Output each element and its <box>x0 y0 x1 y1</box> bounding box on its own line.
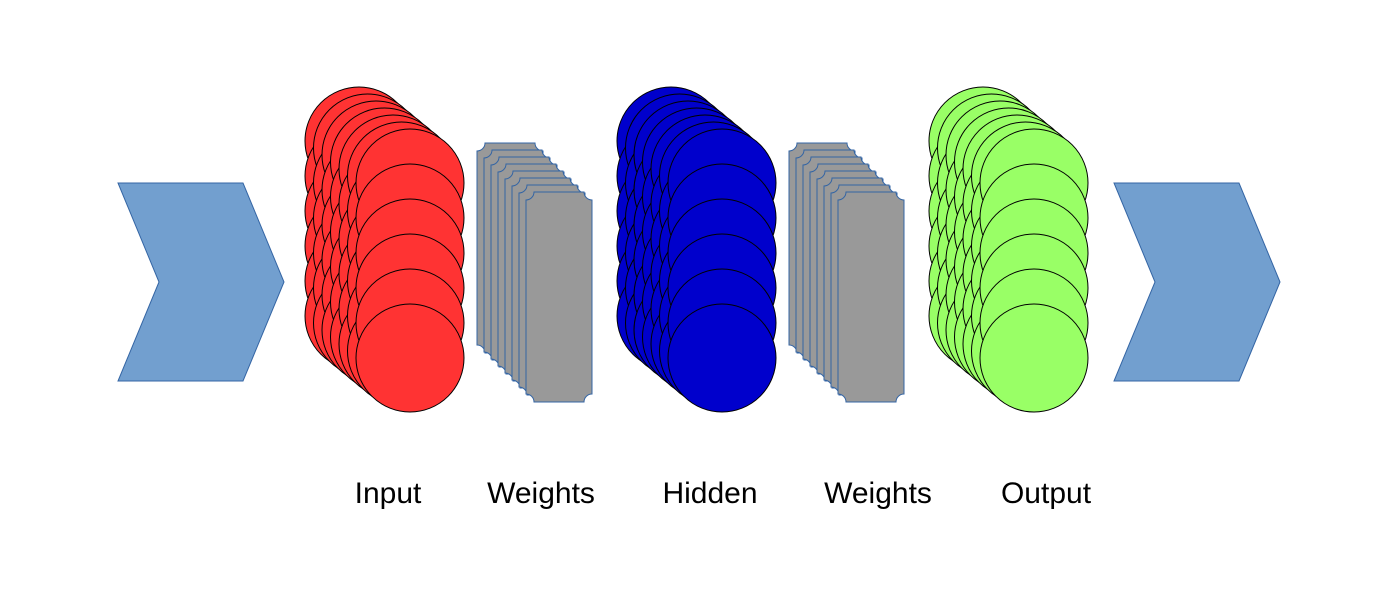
input-arrow-icon <box>117 182 285 382</box>
label-input: Input <box>354 477 422 510</box>
output-layer-neuron <box>979 303 1089 413</box>
weights-1-plate <box>525 191 593 403</box>
input-layer-neuron <box>355 303 465 413</box>
output-arrow-icon <box>1113 182 1281 382</box>
label-weights-1: Weights <box>487 477 595 510</box>
hidden-layer-neuron <box>667 303 777 413</box>
label-weights-2: Weights <box>824 477 932 510</box>
label-hidden: Hidden <box>662 477 758 510</box>
weights-2-plate <box>837 191 905 403</box>
label-output: Output <box>1000 477 1092 510</box>
